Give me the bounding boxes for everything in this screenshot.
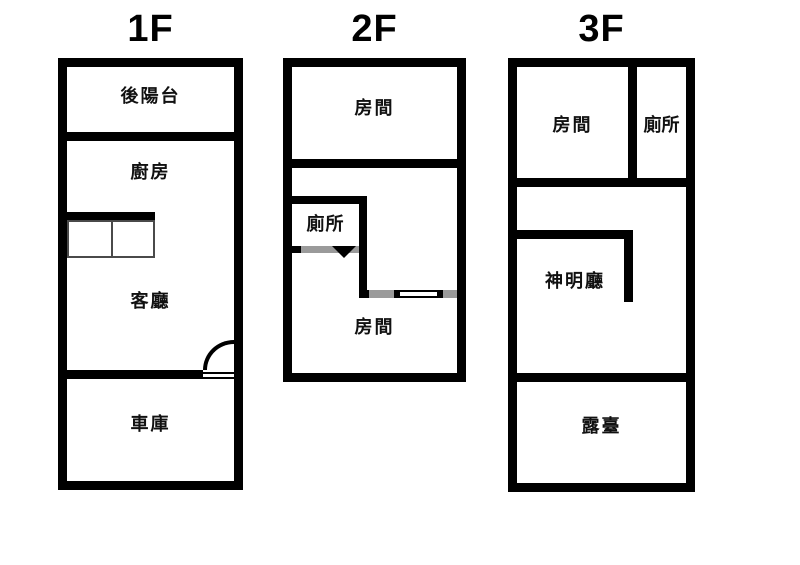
room-label-1f-living-room: 客廳 [130,291,171,311]
wall-2f-toilet-bottom-stub [292,246,301,253]
wall-3f-shrine-right-stub [624,230,633,302]
wall-2f-room-divider [292,159,457,168]
room-label-3f-terrace: 露臺 [581,416,622,436]
wall-2f-toilet-right [359,196,367,298]
plan-3f: 房間 廁所 神明廳 露臺 [508,58,695,492]
floor-title-2f: 2F [351,8,398,50]
wall-1f-balcony-divider [67,132,234,141]
wall-3f-shrine-top [517,230,633,239]
room-label-2f-bedroom-bottom: 房間 [354,317,395,337]
plan-1f: 後陽台 廚房 客廳 車庫 [58,58,243,490]
door-gray-segment-right [443,290,457,298]
room-label-1f-garage: 車庫 [130,414,171,434]
room-label-1f-kitchen: 廚房 [130,162,171,182]
counter-cells [67,220,155,258]
plan-2f: 房間 廁所 房間 [283,58,466,382]
wall-3f-bedroom-toilet-divider [628,67,637,187]
floor-title-3f: 3F [578,8,625,50]
room-label-3f-shrine-hall: 神明廳 [545,271,605,291]
wall-2f-toilet-top [292,196,367,204]
room-label-2f-toilet: 廁所 [306,214,345,234]
wall-2f-toilet-bottom [292,246,359,258]
wall-3f-terrace-divider [517,373,686,382]
door-gray-segment-left [369,290,394,298]
door-triangle-2f-toilet [332,246,356,258]
door-swing-arc-1f [203,340,234,370]
wall-3f-upper-divider [517,178,686,187]
room-label-3f-bedroom: 房間 [552,115,593,135]
window-symbol-2f [400,290,437,298]
room-label-2f-bedroom-top: 房間 [354,98,395,118]
door-leaf-1f [203,372,234,379]
room-label-1f-rear-balcony: 後陽台 [120,86,181,106]
counter-cell-divider [111,222,113,256]
room-label-3f-toilet: 廁所 [643,115,680,135]
wall-2f-lower [359,290,457,298]
floor-title-1f: 1F [127,8,174,50]
counter-top-bar [67,212,155,220]
wall-1f-garage-divider [67,370,203,379]
